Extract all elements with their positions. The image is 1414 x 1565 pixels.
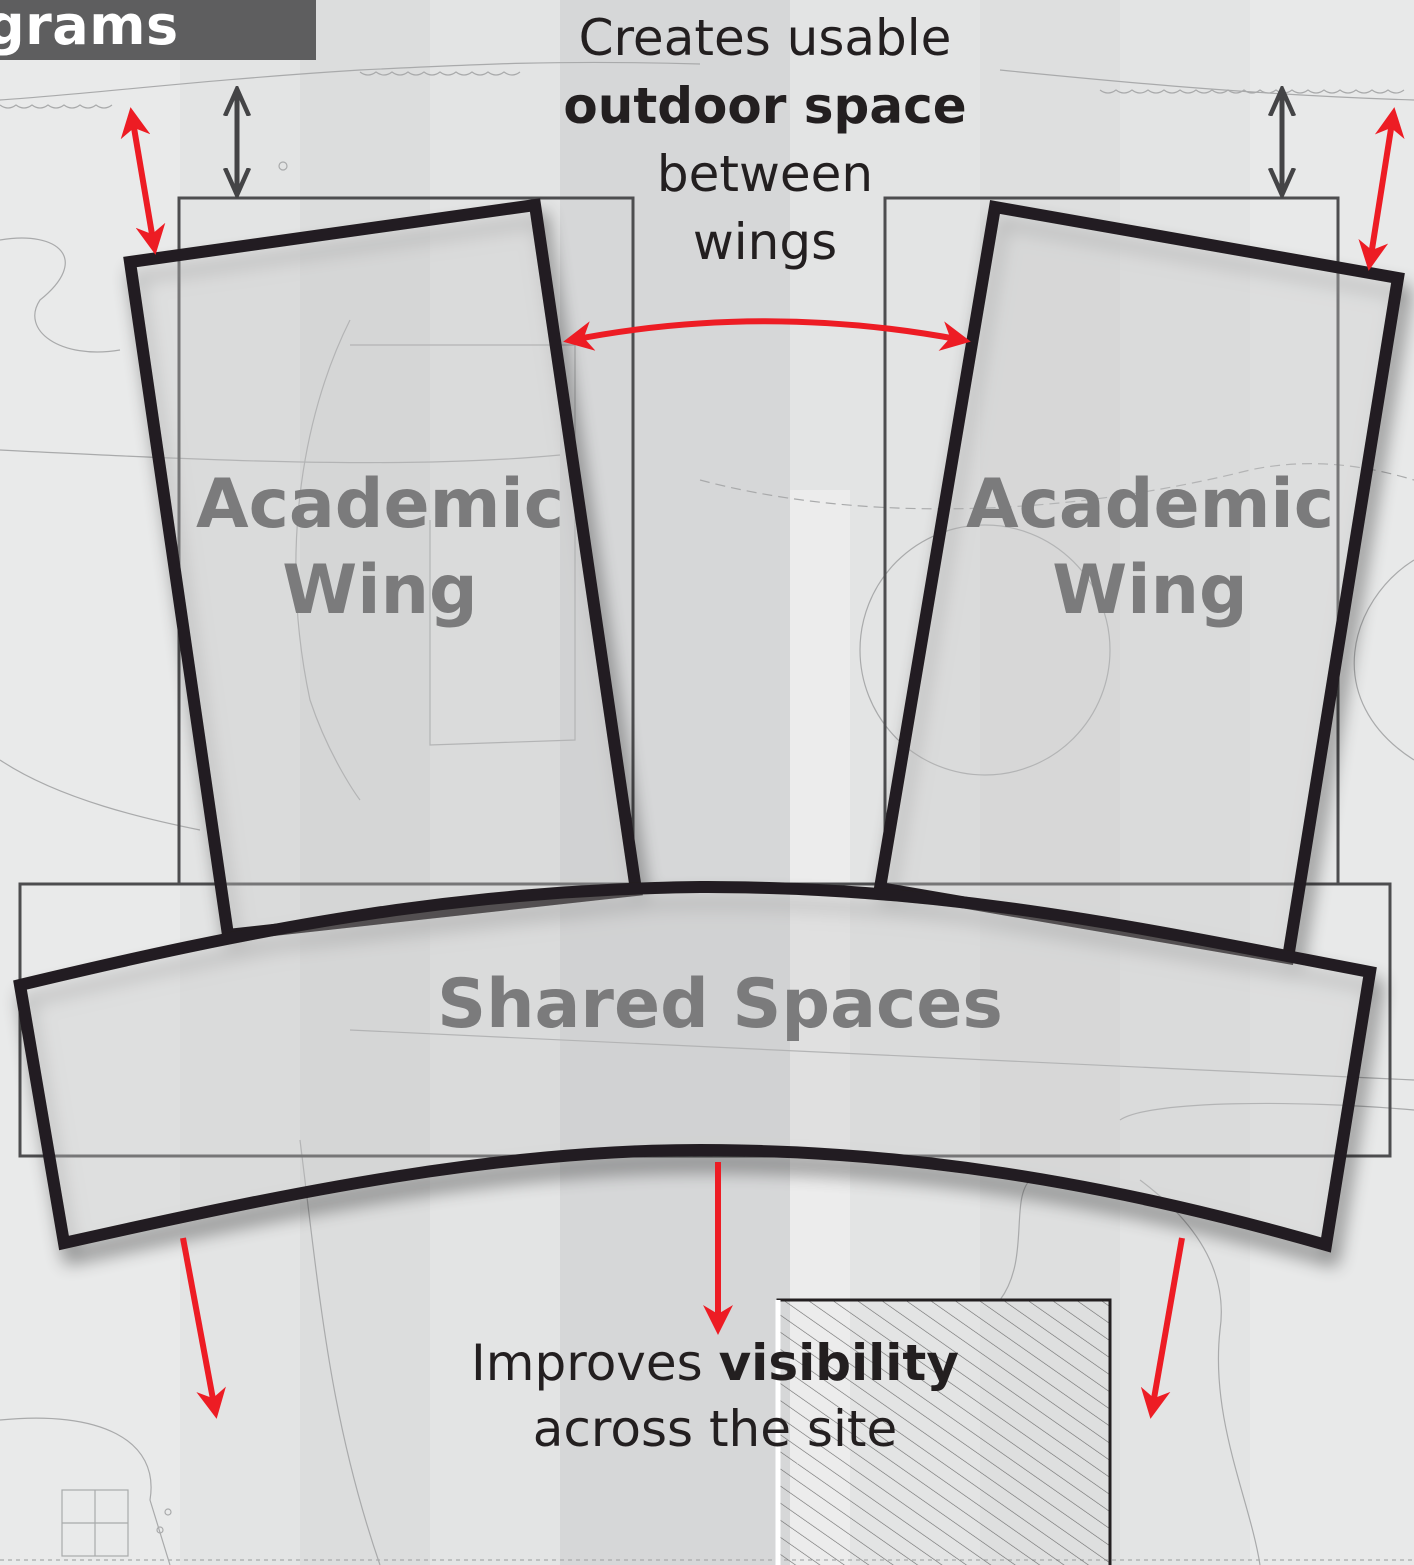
left-rotation-arrow (120, 107, 166, 255)
label-line: Academic (195, 465, 565, 544)
section-header-tab: grams (0, 0, 316, 60)
red-arrows (120, 107, 1405, 1419)
caption-line: Creates usable (578, 9, 952, 67)
outdoor-space-caption: Creates usable outdoor space between win… (520, 4, 1010, 276)
label-line: Academic (965, 465, 1335, 544)
label-line: Wing (282, 551, 478, 630)
label-line: Wing (1052, 551, 1248, 630)
left-academic-wing-label: Academic Wing (175, 462, 585, 634)
shared-spaces-label: Shared Spaces (437, 965, 1003, 1044)
right-academic-wing-label: Academic Wing (945, 462, 1355, 634)
caption-line: across the site (532, 1400, 898, 1458)
visibility-caption: Improves visibility across the site (380, 1330, 1050, 1462)
caption-line: between (656, 145, 874, 203)
alignment-arrows (237, 92, 1282, 192)
caption-line: wings (692, 213, 838, 271)
caption-line: Improves visibility (471, 1334, 959, 1392)
visibility-arrow-right (1140, 1237, 1185, 1419)
shared-spaces-outline (13, 880, 1377, 1253)
right-rotation-arrow (1358, 107, 1405, 271)
visibility-arrow-left (180, 1237, 226, 1419)
existing-building-hatched (775, 1298, 1112, 1565)
section-title: grams (0, 0, 179, 57)
caption-line-bold: outdoor space (563, 77, 967, 135)
proposed-massing (13, 198, 1405, 1253)
outdoor-space-arrow (563, 318, 971, 351)
